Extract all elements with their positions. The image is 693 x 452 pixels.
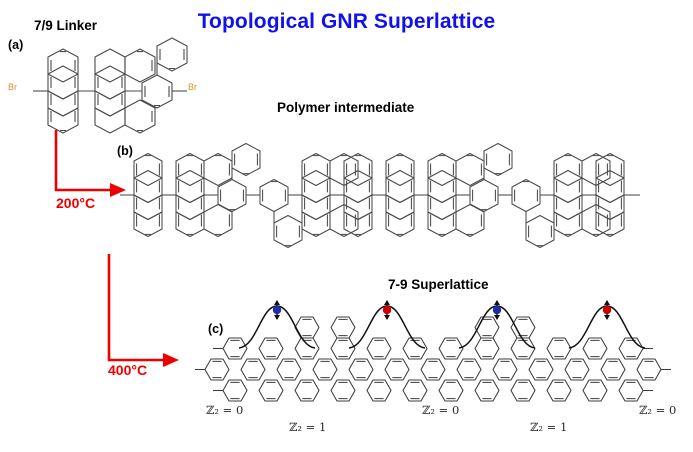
polymer-structure [120, 142, 690, 249]
panel-b-heading: Polymer intermediate [277, 100, 415, 115]
bromine-label-right: Br [188, 82, 197, 92]
panel-c-letter: (c) [208, 322, 224, 336]
reaction-arrow-200c [52, 128, 162, 208]
spin-marker-1 [272, 300, 282, 320]
reaction-arrow-400c [105, 252, 220, 377]
figure-title: Topological GNR Superlattice [197, 10, 496, 33]
gnr-superlattice-structure [195, 300, 693, 412]
monomer-structure [10, 37, 225, 152]
arrowhead-400c [163, 353, 179, 367]
bromine-label-left: Br [8, 82, 17, 92]
z2-label-0: ℤ₂ = 0 [206, 403, 244, 417]
temperature-label-200c: 200°C [56, 195, 96, 211]
z2-label-1: ℤ₂ = 1 [289, 420, 327, 434]
z2-label-2: ℤ₂ = 0 [422, 403, 460, 417]
panel-a-letter: (a) [8, 38, 24, 52]
spin-marker-2 [382, 300, 392, 320]
z2-label-3: ℤ₂ = 1 [530, 420, 568, 434]
temperature-label-400c: 400°C [108, 362, 148, 378]
arrowhead-200c [110, 183, 126, 197]
spin-marker-3 [492, 300, 502, 320]
z2-label-4: ℤ₂ = 0 [639, 403, 677, 417]
spin-marker-4 [602, 300, 612, 320]
panel-b-letter: (b) [117, 144, 133, 158]
panel-a-heading: 7/9 Linker [34, 18, 98, 33]
panel-c-heading: 7-9 Superlattice [388, 277, 489, 292]
